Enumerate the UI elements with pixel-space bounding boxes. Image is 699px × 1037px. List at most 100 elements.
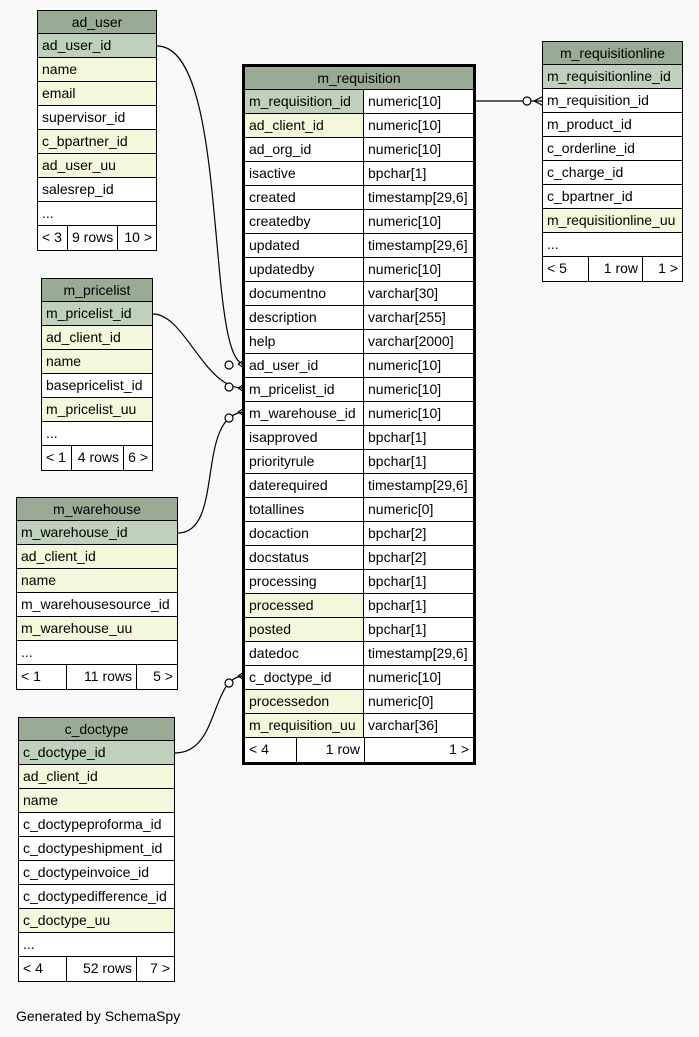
- column-row[interactable]: c_bpartner_id: [543, 185, 682, 209]
- column-type: varchar[30]: [368, 285, 439, 301]
- column-row[interactable]: ...: [543, 233, 682, 257]
- column-row[interactable]: ad_client_id: [42, 326, 152, 350]
- column-row[interactable]: email: [38, 82, 156, 106]
- children-count[interactable]: 10 >: [124, 229, 152, 245]
- row-count[interactable]: 9 rows: [68, 226, 118, 250]
- parents-count[interactable]: < 1: [42, 446, 72, 470]
- column-name: m_product_id: [547, 116, 632, 132]
- row-count[interactable]: 1 row: [297, 738, 365, 762]
- children-count[interactable]: 1 >: [658, 260, 678, 276]
- column-type: varchar[2000]: [368, 333, 454, 349]
- column-type: numeric[10]: [368, 213, 442, 229]
- row-count[interactable]: 11 rows: [67, 665, 137, 689]
- row-count[interactable]: 1 row: [589, 257, 643, 281]
- children-count[interactable]: 6 >: [128, 449, 148, 465]
- column-row[interactable]: ad_client_id: [19, 765, 174, 789]
- column-row[interactable]: ...: [17, 641, 177, 665]
- column-row[interactable]: name: [17, 569, 177, 593]
- column-row[interactable]: c_orderline_id: [543, 137, 682, 161]
- column-row[interactable]: name: [19, 789, 174, 813]
- column-row[interactable]: c_charge_id: [543, 161, 682, 185]
- column-row[interactable]: m_requisition_id: [543, 89, 682, 113]
- column-row[interactable]: name: [38, 58, 156, 82]
- column-row[interactable]: supervisor_id: [38, 106, 156, 130]
- column-row[interactable]: m_requisitionline_id: [543, 65, 682, 89]
- column-type: numeric[0]: [368, 693, 434, 709]
- column-row[interactable]: ...: [42, 422, 152, 446]
- parents-count[interactable]: < 4: [19, 957, 67, 981]
- column-row[interactable]: name: [42, 350, 152, 374]
- column-row[interactable]: ad_user_id: [38, 34, 156, 58]
- column-name: isactive: [245, 162, 364, 185]
- column-row[interactable]: ad_client_id: [17, 545, 177, 569]
- parents-count[interactable]: < 3: [38, 226, 68, 250]
- column-row[interactable]: m_warehousesource_id: [17, 593, 177, 617]
- column-row[interactable]: m_product_id: [543, 113, 682, 137]
- row-count[interactable]: 4 rows: [72, 446, 124, 470]
- column-row[interactable]: c_doctype_uu: [19, 909, 174, 933]
- column-row[interactable]: m_warehouse_uu: [17, 617, 177, 641]
- column-row[interactable]: m_requisitionline_uu: [543, 209, 682, 233]
- column-type: varchar[255]: [368, 309, 446, 325]
- column-row[interactable]: m_warehouse_id: [17, 521, 177, 545]
- table-title: m_requisitionline: [543, 42, 682, 65]
- column-row[interactable]: basepricelist_id: [42, 374, 152, 398]
- column-row[interactable]: ad_user_uu: [38, 154, 156, 178]
- column-row[interactable]: ...: [19, 933, 174, 957]
- column-row[interactable]: c_doctypeproforma_id: [19, 813, 174, 837]
- parents-count[interactable]: < 5: [543, 257, 589, 281]
- column-row[interactable]: c_doctypeshipment_id: [19, 837, 174, 861]
- column-row[interactable]: c_bpartner_id: [38, 130, 156, 154]
- column-row[interactable]: m_pricelist_id: [42, 302, 152, 326]
- column-name: ad_org_id: [245, 138, 364, 161]
- column-row[interactable]: ...: [38, 202, 156, 226]
- column-row[interactable]: c_doctypeinvoice_id: [19, 861, 174, 885]
- parents-count[interactable]: < 4: [245, 738, 297, 762]
- table-title: ad_user: [38, 11, 156, 34]
- column-row[interactable]: m_pricelist_uu: [42, 398, 152, 422]
- column-type: bpchar[1]: [368, 573, 427, 589]
- children-count[interactable]: 7 >: [150, 960, 170, 976]
- row-count[interactable]: 52 rows: [67, 957, 137, 981]
- children-count[interactable]: 5 >: [153, 668, 173, 684]
- column-row[interactable]: salesrep_id: [38, 178, 156, 202]
- children-count[interactable]: 1 >: [449, 741, 469, 757]
- parents-count[interactable]: < 1: [17, 665, 67, 689]
- column-row[interactable]: c_doctype_id: [19, 741, 174, 765]
- column-row[interactable]: c_doctypedifference_id: [19, 885, 174, 909]
